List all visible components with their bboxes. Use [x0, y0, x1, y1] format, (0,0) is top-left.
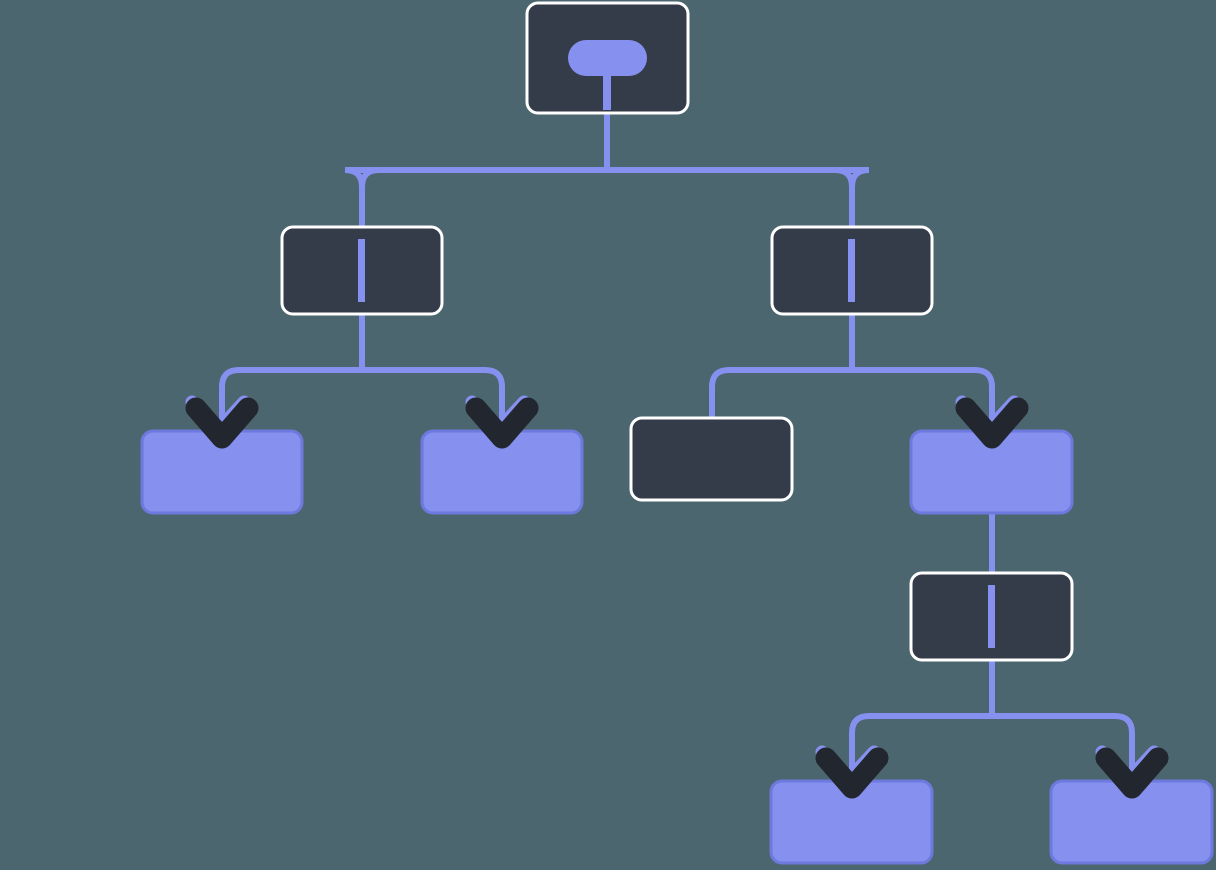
pill-handle-icon — [568, 40, 647, 76]
connector-level3-to-leaf-d — [992, 713, 1135, 770]
root-node[interactable] — [525, 1, 690, 115]
connector-level1left-to-leaf-a — [219, 367, 362, 420]
connector-elbow-right-top — [607, 167, 855, 227]
root-node-stem — [603, 62, 611, 110]
connector-elbow-left-top — [359, 167, 607, 227]
connector-level1right-to-empty-node — [709, 367, 852, 418]
connector-level1left-to-leaf-b — [362, 367, 505, 420]
vertical-bar-icon — [848, 239, 855, 302]
connector-root-to-level1-right — [607, 167, 870, 227]
level2-empty-dark-node[interactable] — [629, 416, 794, 502]
vertical-bar-icon — [358, 239, 365, 302]
level3-dark-node[interactable] — [909, 571, 1074, 662]
level1-right-node[interactable] — [770, 225, 934, 316]
connector-level1right-to-purple-node — [852, 367, 995, 420]
connector-layer — [219, 48, 1135, 770]
connector-level3-to-leaf-c — [849, 713, 992, 770]
vertical-bar-icon — [988, 585, 995, 648]
level2-empty-dark-node-body[interactable] — [629, 416, 794, 502]
connector-root-to-level1-left — [344, 167, 607, 227]
level1-left-node[interactable] — [280, 225, 444, 316]
